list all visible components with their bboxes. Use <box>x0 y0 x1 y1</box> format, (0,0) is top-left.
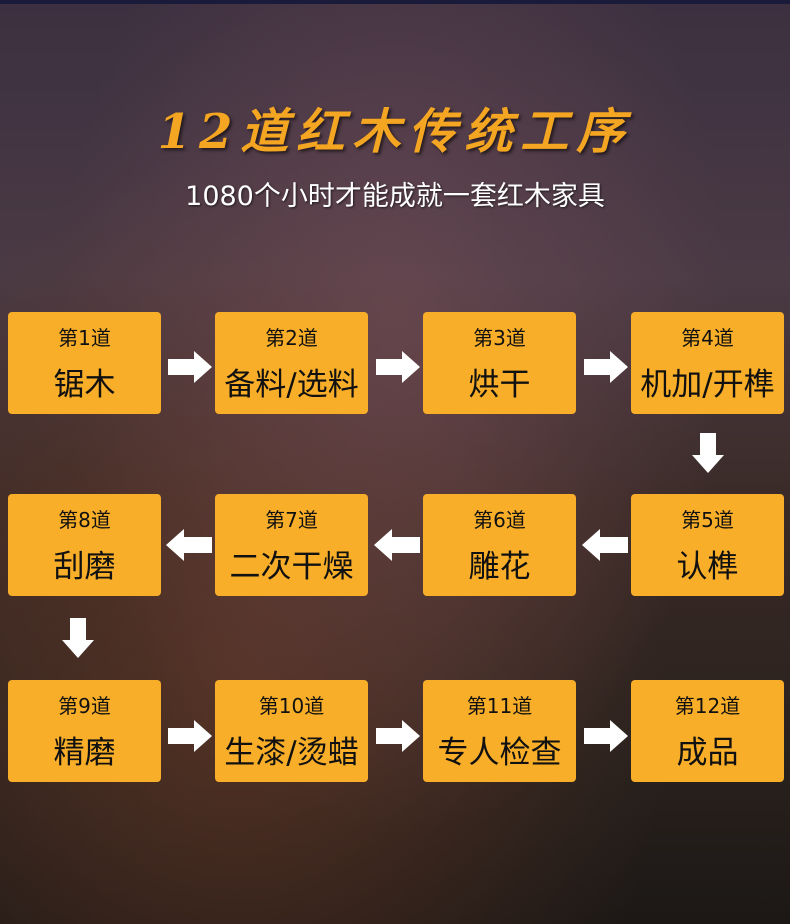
step-number: 第2道 <box>265 326 318 350</box>
step-number: 第8道 <box>58 508 111 532</box>
step-9: 第9道精磨 <box>8 680 161 782</box>
step-label: 认榫 <box>676 549 739 585</box>
step-label: 生漆/烫蜡 <box>224 735 359 771</box>
step-label: 雕花 <box>468 549 531 585</box>
step-label: 精磨 <box>53 735 116 771</box>
step-label: 锯木 <box>53 367 116 403</box>
step-number: 第11道 <box>466 694 533 718</box>
page-subtitle: 1080个小时才能成就一套红木家具 <box>185 181 605 212</box>
step-10: 第10道生漆/烫蜡 <box>215 680 368 782</box>
step-12: 第12道成品 <box>631 680 784 782</box>
top-bar <box>0 0 790 4</box>
step-6: 第6道雕花 <box>423 494 576 596</box>
step-number: 第10道 <box>258 694 325 718</box>
step-11: 第11道专人检查 <box>423 680 576 782</box>
step-1: 第1道锯木 <box>8 312 161 414</box>
step-number: 第3道 <box>473 326 526 350</box>
step-label: 烘干 <box>468 367 531 403</box>
step-4: 第4道机加/开榫 <box>631 312 784 414</box>
step-2: 第2道备料/选料 <box>215 312 368 414</box>
step-number: 第5道 <box>681 508 734 532</box>
step-number: 第4道 <box>681 326 734 350</box>
step-label: 备料/选料 <box>224 367 359 403</box>
step-label: 二次干燥 <box>229 549 354 585</box>
step-number: 第9道 <box>58 694 111 718</box>
step-label: 机加/开榫 <box>640 367 775 403</box>
step-label: 成品 <box>676 735 739 771</box>
step-number: 第12道 <box>674 694 741 718</box>
step-number: 第1道 <box>58 326 111 350</box>
page-title: 12道红木传统工序 <box>157 104 633 160</box>
step-8: 第8道刮磨 <box>8 494 161 596</box>
step-label: 专人检查 <box>437 735 562 771</box>
step-label: 刮磨 <box>53 549 116 585</box>
step-7: 第7道二次干燥 <box>215 494 368 596</box>
step-3: 第3道烘干 <box>423 312 576 414</box>
step-5: 第5道认榫 <box>631 494 784 596</box>
step-number: 第7道 <box>265 508 318 532</box>
step-number: 第6道 <box>473 508 526 532</box>
